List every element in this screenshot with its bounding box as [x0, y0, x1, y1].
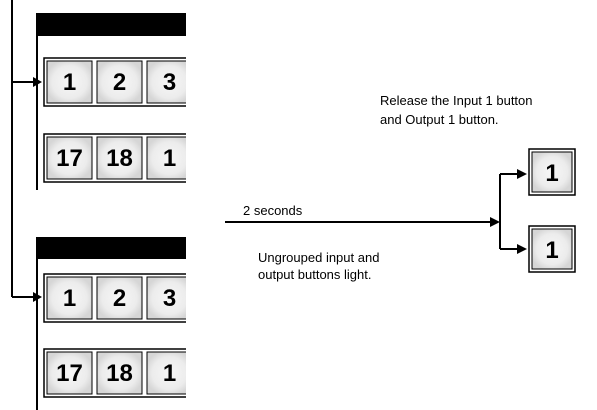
output-button-label: 1	[163, 145, 176, 172]
input-button[interactable]: 2	[96, 60, 143, 104]
output-button[interactable]: 1	[146, 136, 192, 180]
input-button-label: 3	[163, 285, 176, 312]
panel-top-output-row: 17 18 1	[43, 133, 192, 183]
input-button-label: 3	[163, 69, 176, 96]
input-button[interactable]: 2	[96, 276, 143, 320]
release-note-line-2: and Output 1 button.	[380, 112, 499, 127]
output-button[interactable]: 1	[146, 351, 192, 395]
timing-note-line-1: Ungrouped input and	[258, 250, 379, 265]
result-input-button[interactable]: 1	[528, 148, 576, 196]
panel-bottom: 1 2 3 17 18 1	[36, 237, 192, 410]
panel-top: 1 2 3 17 18 1	[36, 13, 192, 190]
output-button-label: 18	[106, 145, 133, 172]
output-button[interactable]: 18	[96, 351, 143, 395]
input-button[interactable]: 1	[46, 60, 93, 104]
output-button-label: 17	[56, 360, 83, 387]
result-output-button-label: 1	[545, 237, 558, 264]
result-input-button-label: 1	[545, 160, 558, 187]
input-button-label: 1	[63, 285, 76, 312]
output-button[interactable]: 17	[46, 351, 93, 395]
timing-arrow	[225, 169, 527, 254]
panel-bottom-output-row: 17 18 1	[43, 348, 192, 398]
input-button-label: 2	[113, 69, 126, 96]
panel-bottom-header	[36, 237, 186, 259]
panel-bottom-input-row: 1 2 3	[43, 273, 192, 323]
output-button[interactable]: 17	[46, 136, 93, 180]
input-button-label: 2	[113, 285, 126, 312]
output-button-label: 1	[163, 360, 176, 387]
panel-top-header	[36, 13, 186, 36]
output-button[interactable]: 18	[96, 136, 143, 180]
timing-note-line-2: output buttons light.	[258, 267, 371, 282]
output-button-label: 17	[56, 145, 83, 172]
result-output-button[interactable]: 1	[528, 225, 576, 273]
timing-label: 2 seconds	[243, 203, 303, 218]
output-button-label: 18	[106, 360, 133, 387]
panel-top-input-row: 1 2 3	[43, 57, 192, 107]
input-button[interactable]: 3	[146, 60, 192, 104]
release-note-line-1: Release the Input 1 button	[380, 93, 533, 108]
input-button[interactable]: 3	[146, 276, 192, 320]
input-button-label: 1	[63, 69, 76, 96]
input-button[interactable]: 1	[46, 276, 93, 320]
